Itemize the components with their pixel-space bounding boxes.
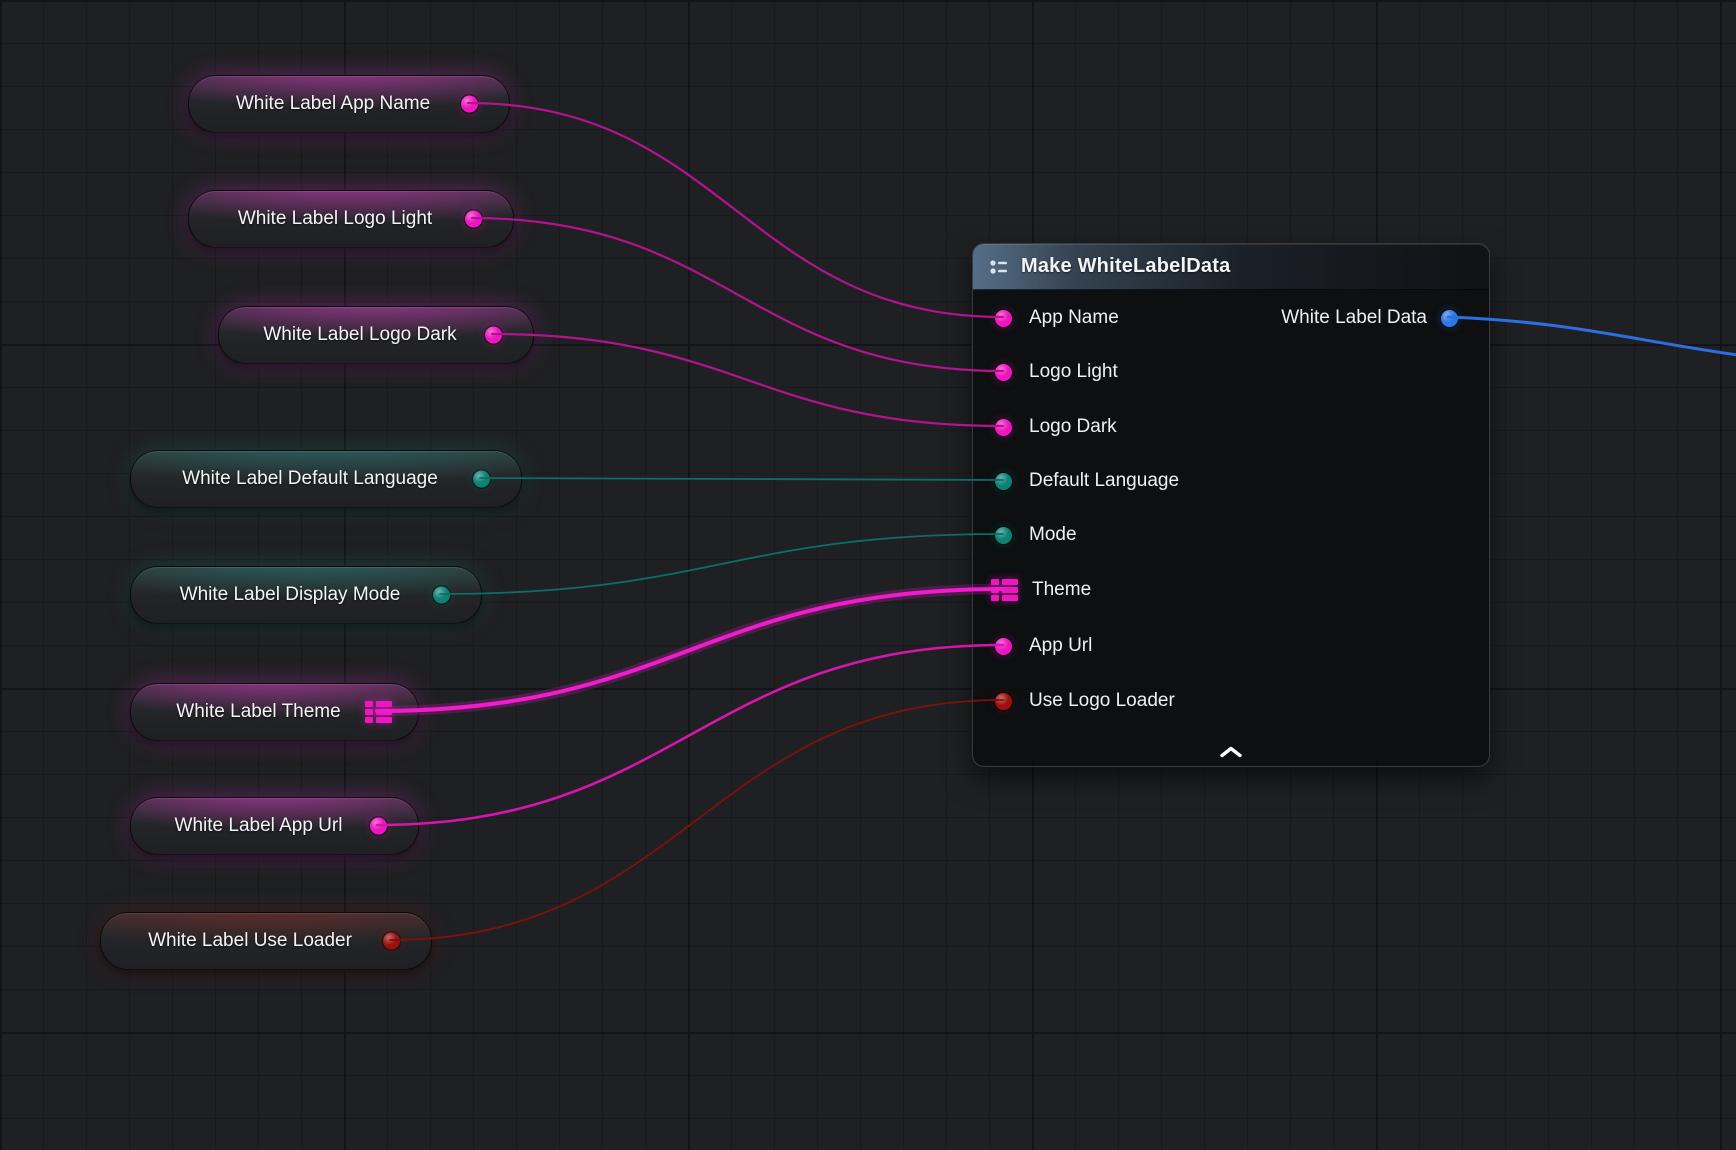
input-pin-row-in-use-logo-loader: Use Logo Loader: [973, 684, 1175, 718]
pin-app-name[interactable]: [461, 96, 478, 113]
input-pin-label: Mode: [1029, 524, 1077, 546]
pin-use-loader[interactable]: [383, 933, 400, 950]
pin-in-use-logo-loader[interactable]: [995, 693, 1012, 710]
variable-getter-node-display-mode[interactable]: White Label Display Mode: [130, 566, 482, 624]
variable-getter-node-app-url[interactable]: White Label App Url: [130, 797, 419, 855]
wire-default-language-to-in-default-language: [480, 478, 1003, 480]
input-pin-row-in-default-language: Default Language: [973, 464, 1179, 498]
pin-white-label-data-output[interactable]: [1441, 310, 1458, 327]
wire-app-name-to-in-app-name: [468, 103, 1003, 317]
input-pin-row-in-mode: Mode: [973, 518, 1077, 552]
input-pin-label: Use Logo Loader: [1029, 690, 1175, 712]
pin-in-logo-dark[interactable]: [995, 419, 1012, 436]
variable-getter-node-logo-light[interactable]: White Label Logo Light: [188, 190, 514, 248]
pin-display-mode[interactable]: [433, 587, 450, 604]
pin-in-app-url[interactable]: [995, 638, 1012, 655]
node-label: White Label Display Mode: [131, 584, 481, 606]
pin-in-logo-light[interactable]: [995, 364, 1012, 381]
variable-getter-node-use-loader[interactable]: White Label Use Loader: [100, 912, 432, 970]
output-pin-label: White Label Data: [1281, 307, 1427, 329]
variable-getter-node-app-name[interactable]: White Label App Name: [188, 75, 510, 133]
input-pin-label: Logo Light: [1029, 361, 1118, 383]
input-pin-label: Theme: [1032, 579, 1091, 601]
wire-app-url-to-in-app-url: [377, 645, 1003, 825]
wire-logo-light-to-in-logo-light: [472, 218, 1003, 371]
wire-out-data-to-offscreen-right: [1448, 317, 1736, 357]
input-pin-row-in-theme: Theme: [973, 573, 1091, 607]
wire-display-mode-to-in-mode: [440, 534, 1003, 594]
struct-grid-icon[interactable]: [365, 701, 392, 723]
make-struct-icon: [988, 256, 1010, 278]
pin-logo-light[interactable]: [465, 211, 482, 228]
pin-in-mode[interactable]: [995, 527, 1012, 544]
pin-logo-dark[interactable]: [485, 327, 502, 344]
input-pin-label: App Name: [1029, 307, 1119, 329]
variable-getter-node-logo-dark[interactable]: White Label Logo Dark: [218, 306, 534, 364]
node-title: Make WhiteLabelData: [1021, 255, 1230, 278]
pin-in-default-language[interactable]: [995, 473, 1012, 490]
struct-grid-icon[interactable]: [991, 579, 1018, 601]
node-header[interactable]: Make WhiteLabelData: [973, 244, 1489, 290]
input-pin-label: Default Language: [1029, 470, 1179, 492]
variable-getter-node-default-language[interactable]: White Label Default Language: [130, 450, 522, 508]
pin-app-url[interactable]: [370, 818, 387, 835]
wire-logo-dark-to-in-logo-dark: [492, 334, 1003, 426]
node-label: White Label Use Loader: [101, 930, 431, 952]
pin-in-app-name[interactable]: [995, 310, 1012, 327]
make-whitelabeldata-node[interactable]: Make WhiteLabelData App NameLogo LightLo…: [972, 243, 1490, 767]
input-pin-row-in-logo-light: Logo Light: [973, 355, 1118, 389]
pin-default-language[interactable]: [473, 471, 490, 488]
input-pin-row-in-logo-dark: Logo Dark: [973, 410, 1117, 444]
output-pin-row: White Label Data: [1281, 301, 1489, 335]
node-label: White Label Default Language: [131, 468, 521, 490]
input-pin-row-in-app-name: App Name: [973, 301, 1119, 335]
wire-use-loader-to-in-use-logo-loader: [390, 700, 1003, 940]
input-pin-label: App Url: [1029, 635, 1092, 657]
variable-getter-node-theme[interactable]: White Label Theme: [130, 683, 419, 741]
input-pin-row-in-app-url: App Url: [973, 629, 1092, 663]
chevron-up-icon[interactable]: [1208, 743, 1254, 761]
input-pin-label: Logo Dark: [1029, 416, 1117, 438]
